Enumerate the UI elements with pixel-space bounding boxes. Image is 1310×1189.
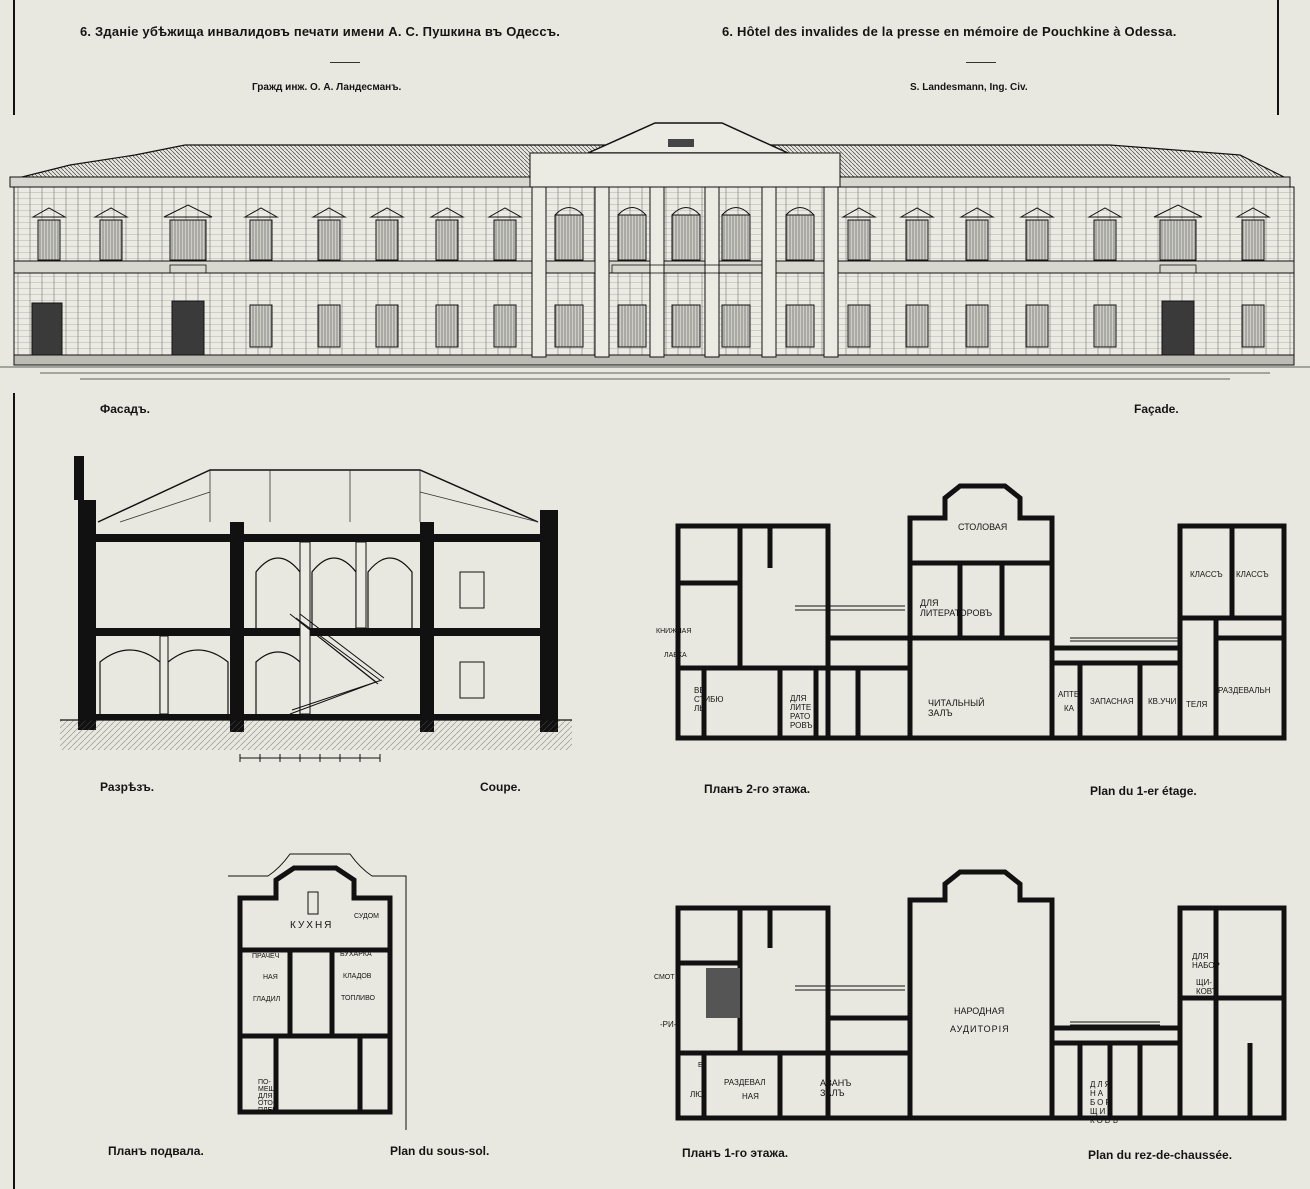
label-knizhnaya: КНИЖНАЯ bbox=[656, 628, 692, 635]
architect-french: S. Landesmann, Ing. Civ. bbox=[910, 82, 1028, 93]
right-border-top bbox=[1277, 0, 1279, 115]
label-ka: КА bbox=[1064, 704, 1074, 713]
label-naya: НАЯ bbox=[742, 1092, 759, 1101]
label-dlya-nabor-top: ДЛЯ НАБОР bbox=[1192, 952, 1220, 970]
label-ri: -РИ- bbox=[660, 1020, 677, 1029]
label-dlya-literatorov-top: ДЛЯ ЛИТЕРАТОРОВЪ bbox=[920, 598, 993, 618]
label-auditoriya: АУДИТОРІЯ bbox=[950, 1024, 1010, 1034]
label-klass-1: КЛАССЪ bbox=[1190, 570, 1223, 579]
label-sudom: СУДОМ bbox=[354, 913, 379, 920]
label-razdeval: РАЗДЕВАЛ bbox=[724, 1078, 766, 1087]
label-e: Е bbox=[698, 1062, 703, 1069]
left-border-bottom bbox=[13, 393, 15, 1189]
label-stolovaya: СТОЛОВАЯ bbox=[958, 522, 1008, 532]
section-caption-french: Coupe. bbox=[480, 780, 521, 794]
plan2-caption-russian: Планъ 2-го этажа. bbox=[704, 782, 811, 796]
architect-russian: Гражд инж. О. А. Ландесманъ. bbox=[252, 82, 402, 93]
label-kv-uch: КВ.УЧИ bbox=[1148, 697, 1177, 706]
building-section bbox=[60, 456, 572, 762]
title-french: 6. Hôtel des invalides de la presse en m… bbox=[722, 24, 1177, 39]
label-lyu: ЛЮ bbox=[690, 1090, 704, 1099]
basement-caption-french: Plan du sous-sol. bbox=[390, 1144, 490, 1158]
label-naya: НАЯ bbox=[263, 974, 278, 981]
label-telya: ТЕЛЯ bbox=[1186, 700, 1208, 709]
first-floor-plan bbox=[675, 869, 1287, 1121]
label-gladil: ГЛАДИЛ bbox=[253, 996, 281, 1003]
label-dlya-literatorov: ДЛЯ ЛИТЕ РАТО РОВЪ bbox=[790, 694, 813, 730]
label-shchi-kov-top: ЩИ-КОВЪ bbox=[1196, 978, 1219, 996]
label-chitalny-zal: ЧИТАЛЬНЫЙ ЗАЛЪ bbox=[928, 698, 985, 718]
label-kukhnya: КУХНЯ bbox=[290, 920, 334, 931]
label-toplivo: ТОПЛИВО bbox=[341, 995, 375, 1002]
label-narodnaya: НАРОДНАЯ bbox=[954, 1006, 1005, 1016]
basement-caption-russian: Планъ подвала. bbox=[108, 1144, 204, 1158]
plan1-caption-russian: Планъ 1-го этажа. bbox=[682, 1146, 789, 1160]
label-pomeshch: ПО- МЕЩ ДЛЯ ОТО- ПЛЕН bbox=[258, 1079, 278, 1114]
label-bufetnaya: БУХАРКА bbox=[340, 951, 372, 958]
label-prachech: ПРАЧЕЧ bbox=[252, 953, 280, 960]
title-rule-left bbox=[330, 62, 360, 63]
label-dlya-nabor-bottom: ДЛЯ НА БОР ЩИ КОВЪ bbox=[1090, 1080, 1121, 1125]
section-caption-russian: Разрѣзъ. bbox=[100, 780, 155, 794]
basement-plan bbox=[228, 853, 407, 1130]
facade-caption-french: Façade. bbox=[1134, 402, 1179, 416]
facade-elevation bbox=[0, 122, 1310, 380]
label-klass-2: КЛАССЪ bbox=[1236, 570, 1269, 579]
label-smot: СМОТ bbox=[654, 974, 675, 981]
left-border-top bbox=[13, 0, 15, 115]
second-floor-plan bbox=[675, 483, 1287, 741]
label-vestibyul: ВЕ СТИБЮ ЛЬ bbox=[694, 686, 724, 713]
plan2-caption-french: Plan du 1-er étage. bbox=[1090, 784, 1197, 798]
plan1-caption-french: Plan du rez-de-chaussée. bbox=[1088, 1148, 1233, 1162]
title-russian: 6. Зданіе убѣжища инвалидовъ печати имен… bbox=[80, 24, 561, 39]
label-kladov: КЛАДОВ bbox=[343, 973, 372, 980]
title-rule-right bbox=[966, 62, 996, 63]
label-lavka: ЛАВКА bbox=[664, 652, 687, 659]
label-apte: АПТЕ bbox=[1058, 690, 1080, 699]
label-avan-zal: АВАНЪ ЗАЛЪ bbox=[820, 1078, 852, 1098]
facade-caption-russian: Фасадъ. bbox=[100, 402, 150, 416]
label-razdevalnya: РАЗДЕВАЛЬН bbox=[1218, 686, 1271, 695]
label-zapasnaya: ЗАПАСНАЯ bbox=[1090, 697, 1134, 706]
